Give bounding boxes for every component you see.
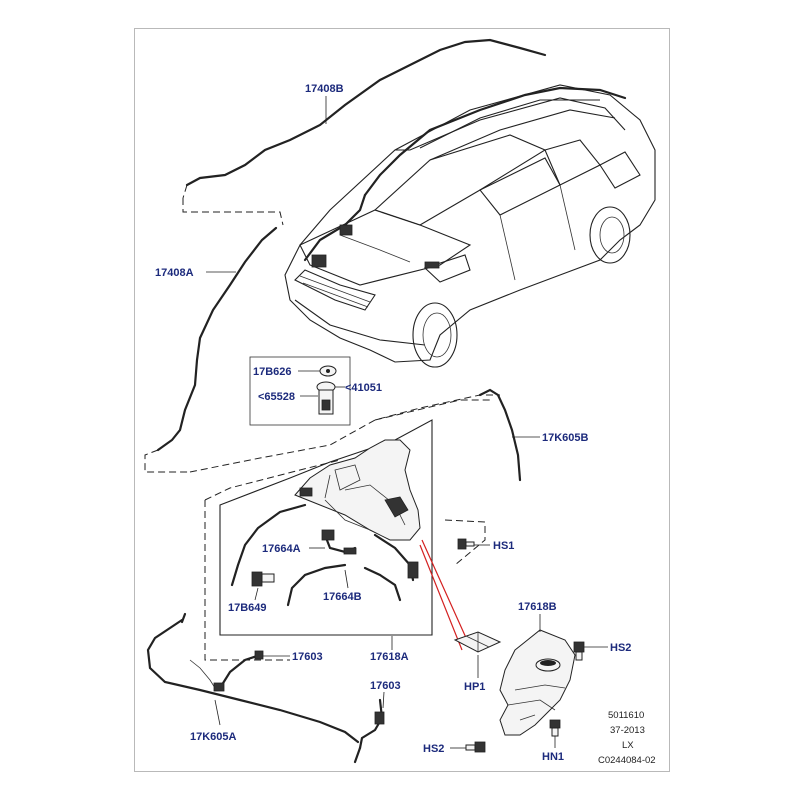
hose-17408a (156, 226, 278, 452)
callout-hn1: HN1 (542, 751, 564, 763)
vehicle-illustration (284, 84, 656, 368)
callout-17408a: 17408A (155, 267, 194, 279)
nut-hn1 (549, 719, 561, 737)
nozzle-17603-upper (213, 650, 264, 692)
reservoir-17618b (499, 629, 576, 736)
hose-17664b-upper (373, 533, 415, 582)
pump-17b626 (319, 365, 337, 377)
callout-hp1: HP1 (464, 681, 485, 693)
callout-17k605a: 17K605A (190, 731, 237, 743)
ref-line-3: LX (622, 740, 634, 751)
callout-hs2-upper: HS2 (610, 642, 631, 654)
callout-65528: <65528 (258, 391, 295, 403)
screw-hs2-upper (573, 641, 585, 661)
callout-17664b: 17664B (323, 591, 362, 603)
pump-detail-box (249, 356, 351, 426)
ref-line-2: 37-2013 (610, 725, 645, 736)
callout-17664a: 17664A (262, 543, 301, 555)
callout-17618b: 17618B (518, 601, 557, 613)
pad-hp1 (453, 631, 502, 653)
screw-hs2-lower (465, 741, 486, 753)
callout-17k605b: 17K605B (542, 432, 589, 444)
ref-line-1: 5011610 (608, 710, 644, 721)
sensor-17b649 (251, 571, 275, 587)
hose-17664b (286, 563, 347, 607)
reservoir-group-box (219, 419, 433, 636)
reservoir-tank (294, 439, 421, 541)
callout-17408b: 17408B (305, 83, 344, 95)
hose-17k605b (478, 388, 522, 482)
pump-65528 (316, 381, 336, 415)
hose-17k605a (146, 618, 360, 744)
hose-17408b (185, 38, 547, 187)
callout-17603-lower: 17603 (370, 680, 401, 692)
callout-17b649: 17B649 (228, 602, 267, 614)
callout-hs2-lower: HS2 (423, 743, 444, 755)
callout-17618a: 17618A (370, 651, 409, 663)
hose-17664a-upper (230, 503, 307, 587)
ref-line-4: C0244084-02 (598, 755, 656, 766)
screw-hs1 (457, 538, 475, 550)
callout-41051: <41051 (345, 382, 382, 394)
callout-17603-upper: 17603 (292, 651, 323, 663)
callout-hs1: HS1 (493, 540, 514, 552)
callout-17b626: 17B626 (253, 366, 292, 378)
nozzle-17603-lower (353, 698, 385, 764)
